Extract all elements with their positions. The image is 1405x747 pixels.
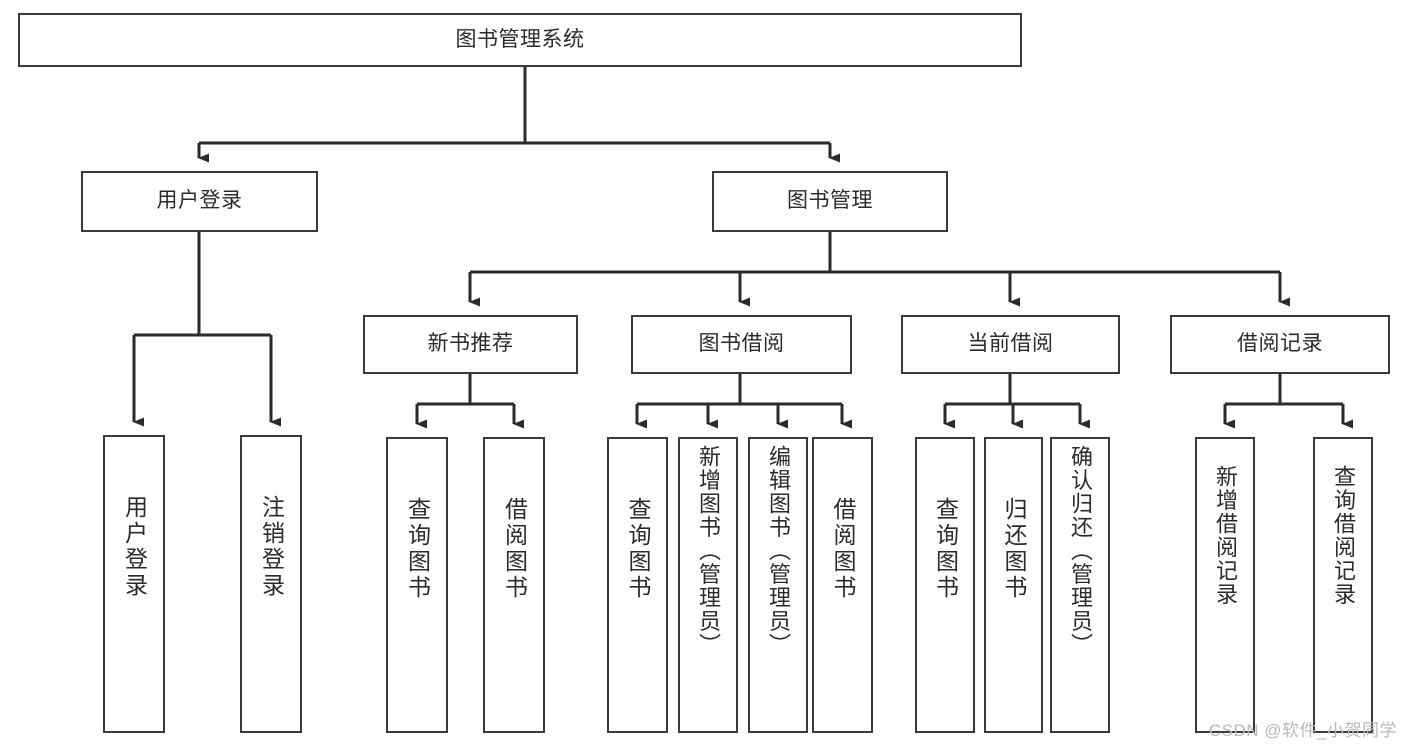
node-leaf-query-book-1[interactable]: 查询图书 <box>386 437 448 733</box>
node-leaf-edit-book-label: 编辑图书（管理员） <box>766 445 791 657</box>
node-leaf-borrow-book-1-label: 借阅图书 <box>501 497 528 601</box>
node-leaf-borrow-book-1[interactable]: 借阅图书 <box>483 437 545 733</box>
node-leaf-add-book[interactable]: 新增图书（管理员） <box>678 437 738 733</box>
node-leaf-query-book-1-label: 查询图书 <box>404 497 431 601</box>
node-leaf-add-book-label: 新增图书（管理员） <box>696 445 721 657</box>
node-book-manage[interactable]: 图书管理 <box>712 171 948 232</box>
node-leaf-query-record-label: 查询借阅记录 <box>1331 465 1356 606</box>
node-leaf-confirm-return-label: 确认归还（管理员） <box>1068 445 1093 657</box>
node-leaf-logout[interactable]: 注销登录 <box>240 435 302 733</box>
node-new-book-rec-label: 新书推荐 <box>427 332 514 356</box>
node-leaf-return-book[interactable]: 归还图书 <box>984 437 1043 733</box>
node-borrow-record[interactable]: 借阅记录 <box>1170 315 1390 374</box>
node-leaf-query-book-3[interactable]: 查询图书 <box>915 437 975 733</box>
node-leaf-logout-label: 注销登录 <box>258 495 285 599</box>
node-book-borrow-label: 图书借阅 <box>698 332 785 356</box>
node-leaf-confirm-return[interactable]: 确认归还（管理员） <box>1050 437 1110 733</box>
node-leaf-add-record-label: 新增借阅记录 <box>1213 465 1238 606</box>
node-borrow-record-label: 借阅记录 <box>1237 332 1323 356</box>
node-leaf-query-book-2[interactable]: 查询图书 <box>607 437 668 733</box>
node-leaf-query-book-2-label: 查询图书 <box>625 497 651 601</box>
node-new-book-rec[interactable]: 新书推荐 <box>363 315 578 374</box>
node-leaf-edit-book[interactable]: 编辑图书（管理员） <box>748 437 808 733</box>
node-root[interactable]: 图书管理系统 <box>18 13 1022 67</box>
node-leaf-return-book-label: 归还图书 <box>1001 497 1027 601</box>
node-book-borrow[interactable]: 图书借阅 <box>631 315 852 374</box>
node-leaf-user-login-label: 用户登录 <box>121 495 148 599</box>
node-leaf-add-record[interactable]: 新增借阅记录 <box>1195 437 1255 733</box>
node-root-label: 图书管理系统 <box>455 27 585 51</box>
node-leaf-borrow-book-2[interactable]: 借阅图书 <box>812 437 873 733</box>
node-current-borrow-label: 当前借阅 <box>967 332 1054 356</box>
node-leaf-borrow-book-2-label: 借阅图书 <box>830 497 856 601</box>
node-book-manage-label: 图书管理 <box>787 189 873 213</box>
node-leaf-query-book-3-label: 查询图书 <box>932 497 959 601</box>
node-user-login-label: 用户登录 <box>156 189 243 213</box>
node-user-login[interactable]: 用户登录 <box>81 171 318 232</box>
node-leaf-query-record[interactable]: 查询借阅记录 <box>1313 437 1373 733</box>
csdn-watermark: CSDN @软件_小贺同学 <box>1208 721 1397 740</box>
node-leaf-user-login[interactable]: 用户登录 <box>103 435 165 733</box>
node-current-borrow[interactable]: 当前借阅 <box>901 315 1120 374</box>
